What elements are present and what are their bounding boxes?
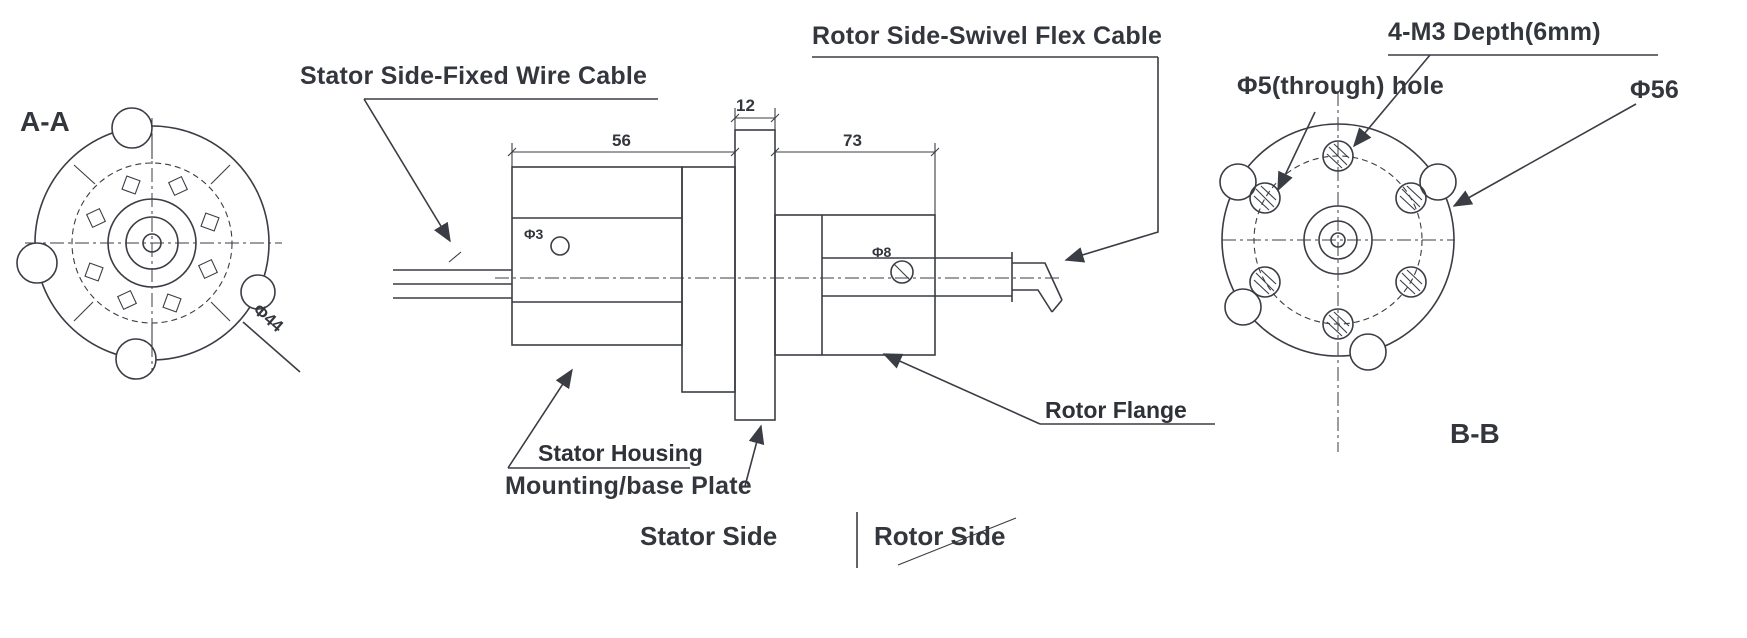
- dim-rotor-length: 73: [843, 131, 862, 150]
- leader-lines: [363, 56, 1215, 568]
- right-view-leaders: [1277, 54, 1658, 207]
- mounting-plate-label: Mounting/base Plate: [505, 472, 752, 500]
- cross-section-view: [363, 56, 1215, 568]
- through-hole-label: Φ5(through) hole: [1237, 72, 1445, 100]
- dimension-lines: [507, 108, 940, 215]
- dim-plate-thickness: 12: [736, 96, 755, 115]
- rotor-flange-label: Rotor Flange: [1045, 397, 1187, 423]
- left-view-section-label: A-A: [20, 106, 70, 137]
- mounting-flange-outline: [681, 129, 776, 421]
- stator-housing-label: Stator Housing: [538, 440, 703, 466]
- left-flange-view: [16, 107, 301, 380]
- dim-stator-length: 56: [612, 131, 631, 150]
- stator-wires: [393, 251, 512, 299]
- dim-rotor-hole: Φ8: [872, 244, 892, 260]
- stator-housing-outline: [511, 166, 683, 346]
- stator-side-label: Stator Side: [640, 521, 778, 551]
- screw-holes-label: 4-M3 Depth(6mm): [1388, 18, 1601, 46]
- left-diameter-leader: [242, 321, 301, 373]
- right-flange-view: [1219, 54, 1658, 452]
- rotor-shaft-and-cable: [935, 252, 1063, 313]
- right-view-section-label: B-B: [1450, 418, 1500, 449]
- rotor-body-outline: [774, 214, 936, 356]
- dim-stator-hole: Φ3: [524, 226, 544, 242]
- outer-diameter-label: Φ56: [1630, 76, 1679, 104]
- stator-cable-label: Stator Side-Fixed Wire Cable: [300, 62, 648, 90]
- rotor-side-label: Rotor Side: [874, 521, 1006, 551]
- rotor-cable-label: Rotor Side-Swivel Flex Cable: [812, 22, 1163, 50]
